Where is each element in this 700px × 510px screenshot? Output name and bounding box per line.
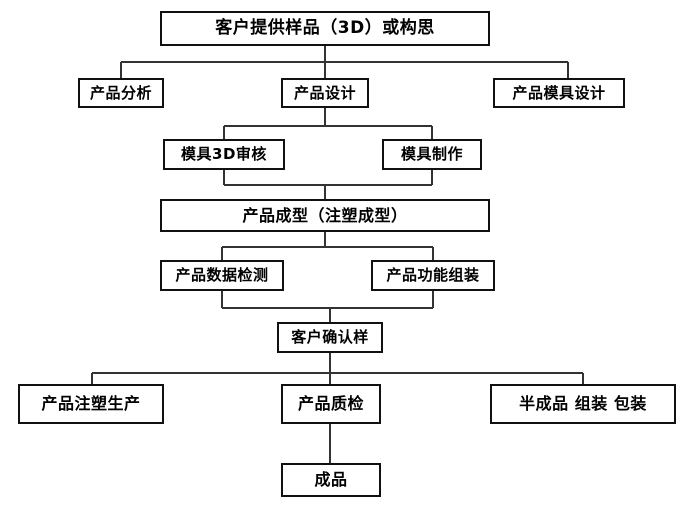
node-label: 成品 [314, 470, 348, 489]
node-product-mold-design[interactable]: 产品模具设计 [493, 78, 625, 108]
node-product-analysis[interactable]: 产品分析 [78, 78, 164, 108]
node-label: 客户确认样 [291, 328, 369, 346]
node-customer-sample-confirm[interactable]: 客户确认样 [277, 322, 383, 353]
node-label: 产品质检 [297, 394, 364, 413]
node-mold-manufacturing[interactable]: 模具制作 [382, 139, 482, 170]
node-semifinished-assembly-packaging[interactable]: 半成品 组装 包装 [490, 384, 676, 424]
node-mold-3d-review[interactable]: 模具3D审核 [163, 139, 285, 170]
node-product-data-inspection[interactable]: 产品数据检测 [160, 260, 284, 291]
node-label: 产品成型（注塑成型） [242, 205, 408, 225]
node-label: 产品模具设计 [512, 83, 606, 102]
node-finished-product[interactable]: 成品 [281, 463, 381, 497]
node-product-molding[interactable]: 产品成型（注塑成型） [160, 199, 490, 232]
node-customer-sample[interactable]: 客户提供样品（3D）或构思 [160, 11, 490, 46]
node-label: 半成品 组装 包装 [519, 394, 647, 413]
node-product-function-assembly[interactable]: 产品功能组装 [371, 260, 495, 291]
node-label: 产品注塑生产 [41, 394, 141, 413]
node-label: 产品功能组装 [386, 266, 480, 284]
node-label: 产品数据检测 [175, 266, 269, 284]
node-label: 产品分析 [89, 83, 152, 102]
node-label: 模具3D审核 [181, 145, 267, 163]
node-injection-production[interactable]: 产品注塑生产 [18, 384, 164, 424]
node-label: 产品设计 [293, 83, 356, 102]
node-label: 客户提供样品（3D）或构思 [215, 18, 435, 38]
node-product-design[interactable]: 产品设计 [281, 78, 369, 108]
node-label: 模具制作 [400, 145, 463, 163]
node-quality-inspection[interactable]: 产品质检 [281, 384, 381, 424]
